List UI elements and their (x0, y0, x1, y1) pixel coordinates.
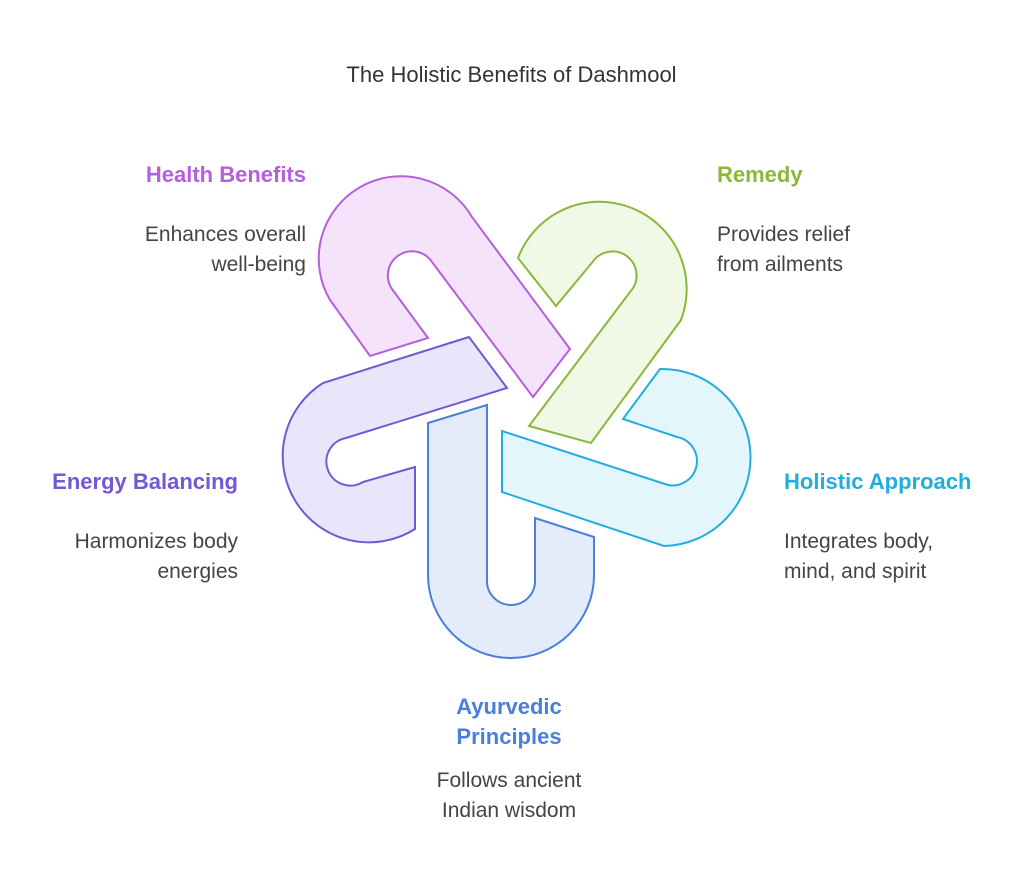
holistic-approach-desc: Integrates body, mind, and spirit (784, 530, 934, 583)
health-benefits-shape (317, 175, 572, 399)
label-remedy: Remedy Provides relief from ailments (717, 160, 977, 280)
label-holistic-approach: Holistic Approach Integrates body, mind,… (784, 467, 1014, 587)
label-ayurvedic-principles: Ayurvedic Principles Follows ancient Ind… (383, 692, 635, 826)
remedy-desc: Provides relief from ailments (717, 223, 851, 276)
health-benefits-desc: Enhances overall well-being (144, 223, 306, 276)
remedy-heading: Remedy (717, 162, 803, 187)
holistic-approach-heading: Holistic Approach (784, 469, 972, 494)
energy-balancing-shape (281, 335, 509, 544)
ayurvedic-principles-heading: Ayurvedic Principles (456, 694, 562, 749)
ayurvedic-principles-desc: Follows ancient Indian wisdom (436, 769, 582, 822)
energy-balancing-heading: Energy Balancing (52, 469, 238, 494)
ayurvedic-principles-shape (427, 403, 595, 659)
label-energy-balancing: Energy Balancing Harmonizes body energie… (10, 467, 238, 587)
label-health-benefits: Health Benefits Enhances overall well-be… (60, 160, 306, 280)
energy-balancing-desc: Harmonizes body energies (74, 530, 238, 583)
remedy-shape (516, 200, 688, 445)
diagram-title: The Holistic Benefits of Dashmool (346, 62, 677, 87)
holistic-approach-shape (501, 367, 752, 548)
health-benefits-heading: Health Benefits (145, 162, 306, 187)
